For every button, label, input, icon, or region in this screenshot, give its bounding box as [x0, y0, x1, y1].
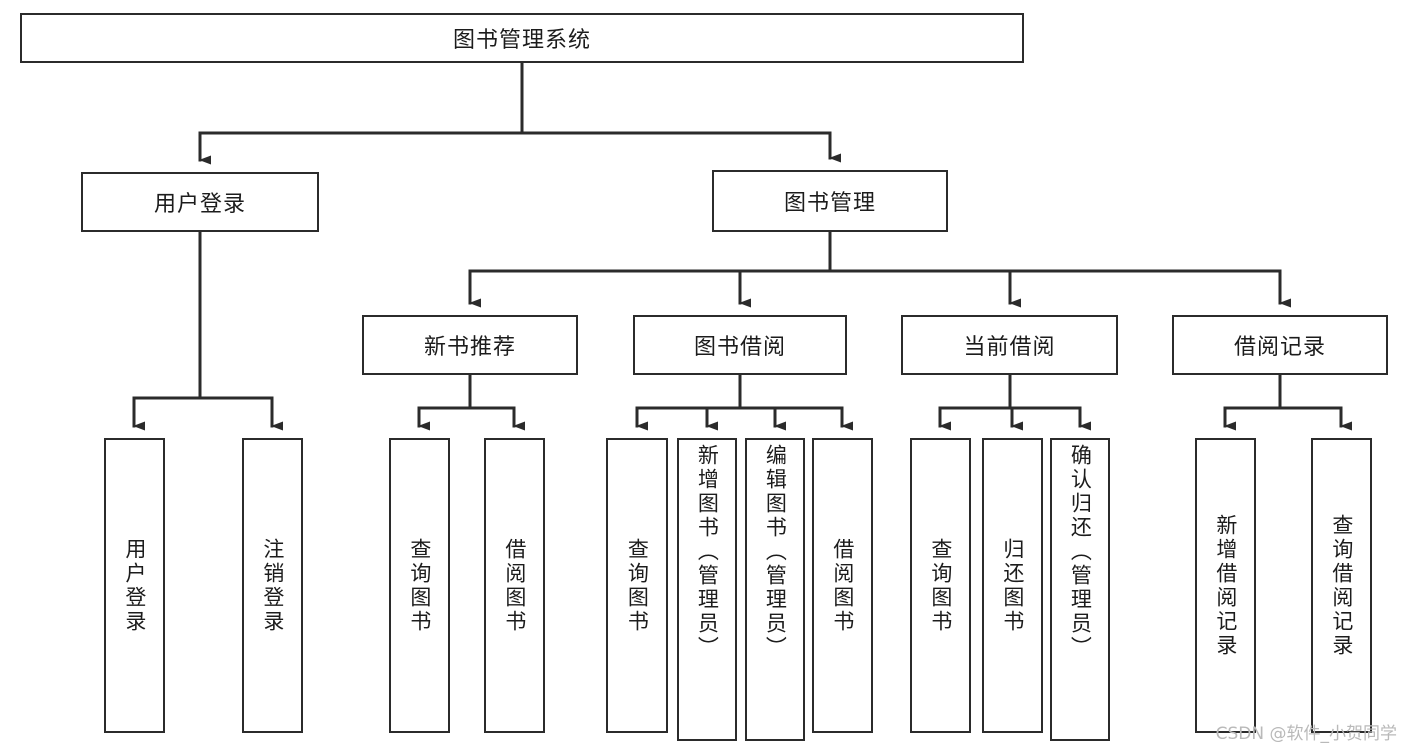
node-leaf-query-book-borrow[interactable]: 查询图书 [606, 438, 668, 733]
node-label: 查询图书 [407, 537, 432, 634]
node-label: 用户登录 [153, 192, 246, 217]
node-current-borrow[interactable]: 当前借阅 [901, 315, 1118, 375]
node-label: 确认归还（管理员） [1068, 444, 1093, 660]
node-label: 图书管理 [783, 191, 876, 216]
node-label: 借阅记录 [1233, 335, 1326, 360]
node-book-borrow[interactable]: 图书借阅 [633, 315, 847, 375]
node-leaf-add-borrow-record[interactable]: 新增借阅记录 [1195, 438, 1256, 733]
node-user-login[interactable]: 用户登录 [81, 172, 319, 232]
node-borrow-record[interactable]: 借阅记录 [1172, 315, 1388, 375]
node-label: 图书管理系统 [452, 28, 591, 53]
node-label: 新书推荐 [423, 335, 516, 360]
node-leaf-edit-book-admin[interactable]: 编辑图书（管理员） [745, 438, 805, 741]
node-label: 用户登录 [122, 537, 147, 634]
node-label: 新增图书（管理员） [695, 444, 720, 660]
node-label: 归还图书 [1000, 537, 1025, 634]
node-label: 编辑图书（管理员） [763, 444, 788, 660]
node-leaf-borrow-book-borrow[interactable]: 借阅图书 [812, 438, 873, 733]
node-book-manage[interactable]: 图书管理 [712, 170, 948, 232]
node-leaf-logout-login[interactable]: 注销登录 [242, 438, 303, 733]
node-label: 借阅图书 [502, 537, 527, 634]
node-leaf-query-borrow-record[interactable]: 查询借阅记录 [1311, 438, 1372, 733]
node-leaf-return-book[interactable]: 归还图书 [982, 438, 1043, 733]
node-label: 查询借阅记录 [1329, 513, 1354, 658]
node-label: 当前借阅 [963, 335, 1056, 360]
node-new-book-recommend[interactable]: 新书推荐 [362, 315, 578, 375]
node-leaf-add-book-admin[interactable]: 新增图书（管理员） [677, 438, 737, 741]
node-leaf-user-login[interactable]: 用户登录 [104, 438, 165, 733]
node-label: 查询图书 [625, 537, 650, 634]
node-leaf-query-book-current[interactable]: 查询图书 [910, 438, 971, 733]
node-leaf-confirm-return-admin[interactable]: 确认归还（管理员） [1050, 438, 1110, 741]
node-label: 图书借阅 [693, 335, 786, 360]
node-label: 新增借阅记录 [1213, 513, 1238, 658]
node-label: 注销登录 [260, 537, 285, 634]
node-leaf-query-book-recommend[interactable]: 查询图书 [389, 438, 450, 733]
node-label: 借阅图书 [830, 537, 855, 634]
node-root-system[interactable]: 图书管理系统 [20, 13, 1024, 63]
node-leaf-borrow-book-recommend[interactable]: 借阅图书 [484, 438, 545, 733]
watermark-text: CSDN @软件_小贺同学 [1215, 724, 1397, 744]
node-label: 查询图书 [928, 537, 953, 634]
